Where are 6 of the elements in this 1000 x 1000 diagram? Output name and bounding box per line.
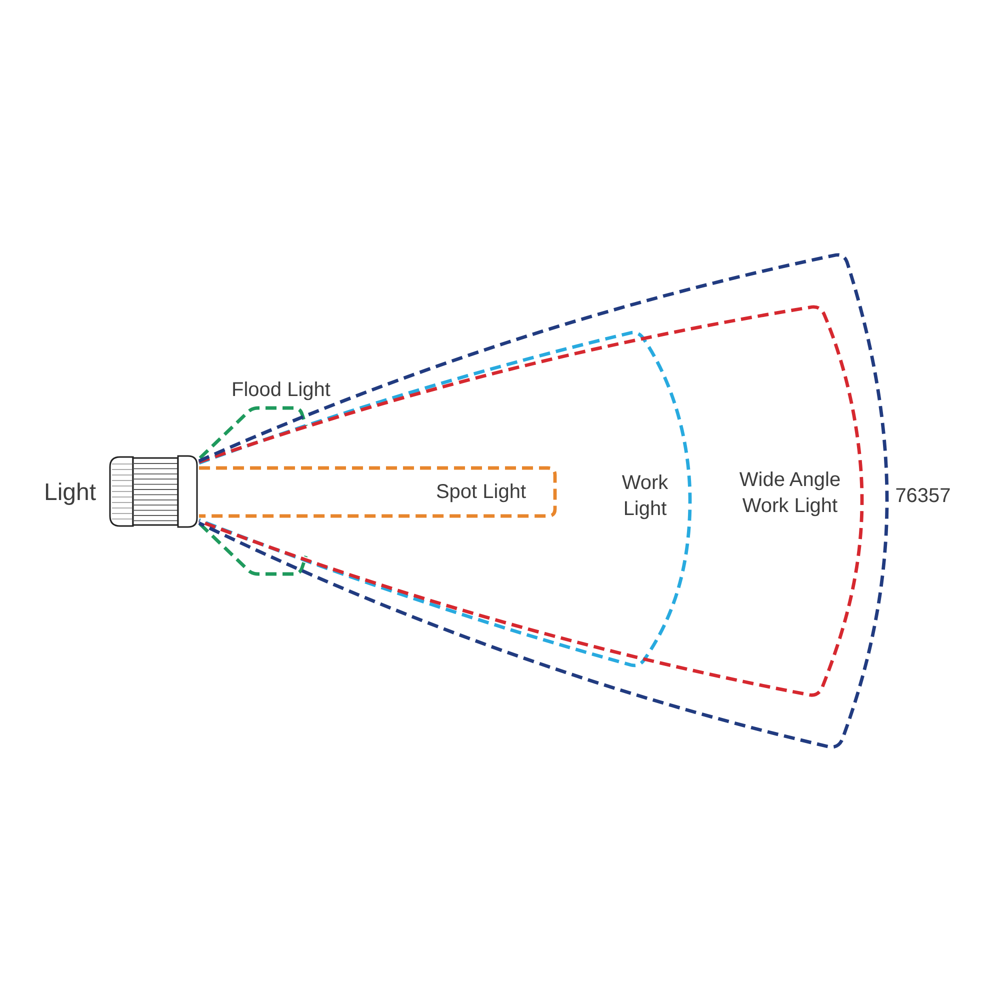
beam-label: Spot Light bbox=[436, 480, 526, 505]
beam-label: Work Light bbox=[620, 471, 670, 522]
beam-label: Wide Angle Work Light bbox=[738, 468, 842, 519]
beam-label: Flood Light bbox=[232, 378, 330, 403]
beam-label: 76357 bbox=[895, 484, 951, 509]
lamp-label: Light bbox=[44, 480, 96, 506]
